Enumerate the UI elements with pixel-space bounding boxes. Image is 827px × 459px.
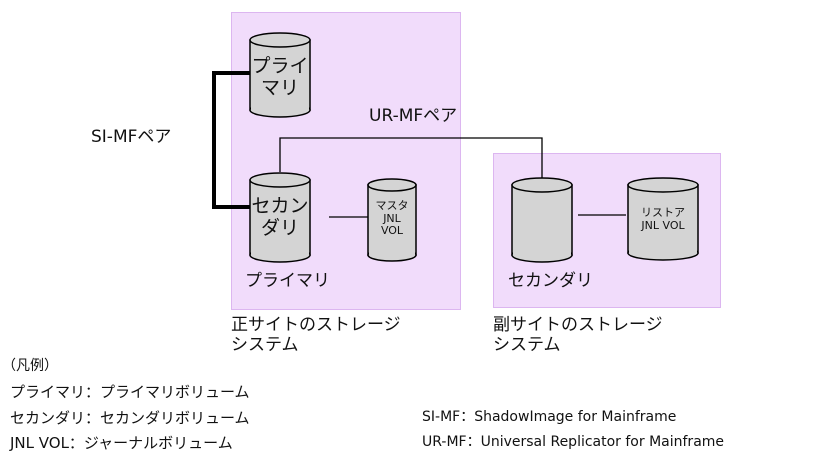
- primary-volume-cylinder: [249, 32, 311, 118]
- restore-jnl-vol-label: リストア JNL VOL: [626, 206, 700, 232]
- primary-volume-label-line2: マリ: [260, 76, 299, 99]
- legend-right-item: UR-MF：Universal Replicator for Mainframe: [422, 434, 725, 450]
- master-jnl-vol-cylinder: [367, 178, 417, 262]
- primary-site-caption-line1: 正サイトのストレージ: [231, 315, 401, 335]
- legend-left-item: プライマリ：プライマリボリューム: [10, 383, 250, 401]
- primary-site-caption: 正サイトのストレージ システム: [231, 315, 401, 356]
- secondary-site-caption-line1: 副サイトのストレージ: [493, 315, 663, 335]
- master-jnl-vol-label-line3: VOL: [380, 224, 404, 238]
- master-jnl-vol-label-line1: マスタ: [375, 199, 409, 212]
- legend-left-item: セカンダリ：セカンダリボリューム: [10, 409, 250, 427]
- legend-title: （凡例）: [2, 358, 58, 374]
- restore-jnl-vol-label-line1: リストア: [641, 206, 685, 219]
- local-secondary-volume-cylinder: [249, 172, 311, 263]
- primary-site-caption-line2: システム: [231, 335, 299, 356]
- local-secondary-volume-label-line1: セカン: [251, 195, 309, 217]
- secondary-site-caption-line2: システム: [493, 335, 561, 356]
- legend-left-item: JNL VOL：ジャーナルボリューム: [10, 434, 233, 452]
- primary-volume-label-line1: プライ: [251, 55, 309, 77]
- secondary-site-caption: 副サイトのストレージ システム: [493, 315, 663, 356]
- si-mf-pair-label: SI-MFペア: [91, 127, 172, 147]
- si-mf-pair-line: [212, 71, 250, 209]
- local-secondary-volume-label: セカン ダリ: [248, 195, 312, 240]
- ur-mf-pair-label: UR-MFペア: [369, 106, 458, 126]
- primary-group-label: プライマリ: [245, 271, 330, 291]
- primary-volume-label: プライ マリ: [250, 55, 310, 100]
- master-jnl-vol-label: マスタ JNL VOL: [368, 199, 416, 238]
- remote-secondary-volume-cylinder: [511, 177, 573, 263]
- ur-mf-pair-line: [279, 137, 543, 180]
- legend-right-item: SI-MF：ShadowImage for Mainframe: [422, 409, 677, 425]
- local-secondary-volume-label-line2: ダリ: [260, 216, 299, 239]
- restore-jnl-vol-label-line2: JNL VOL: [641, 218, 685, 232]
- secondary-group-label: セカンダリ: [508, 271, 593, 291]
- master-jnl-vol-label-line2: JNL: [383, 211, 401, 225]
- restore-jnl-vol-cylinder: [627, 177, 699, 261]
